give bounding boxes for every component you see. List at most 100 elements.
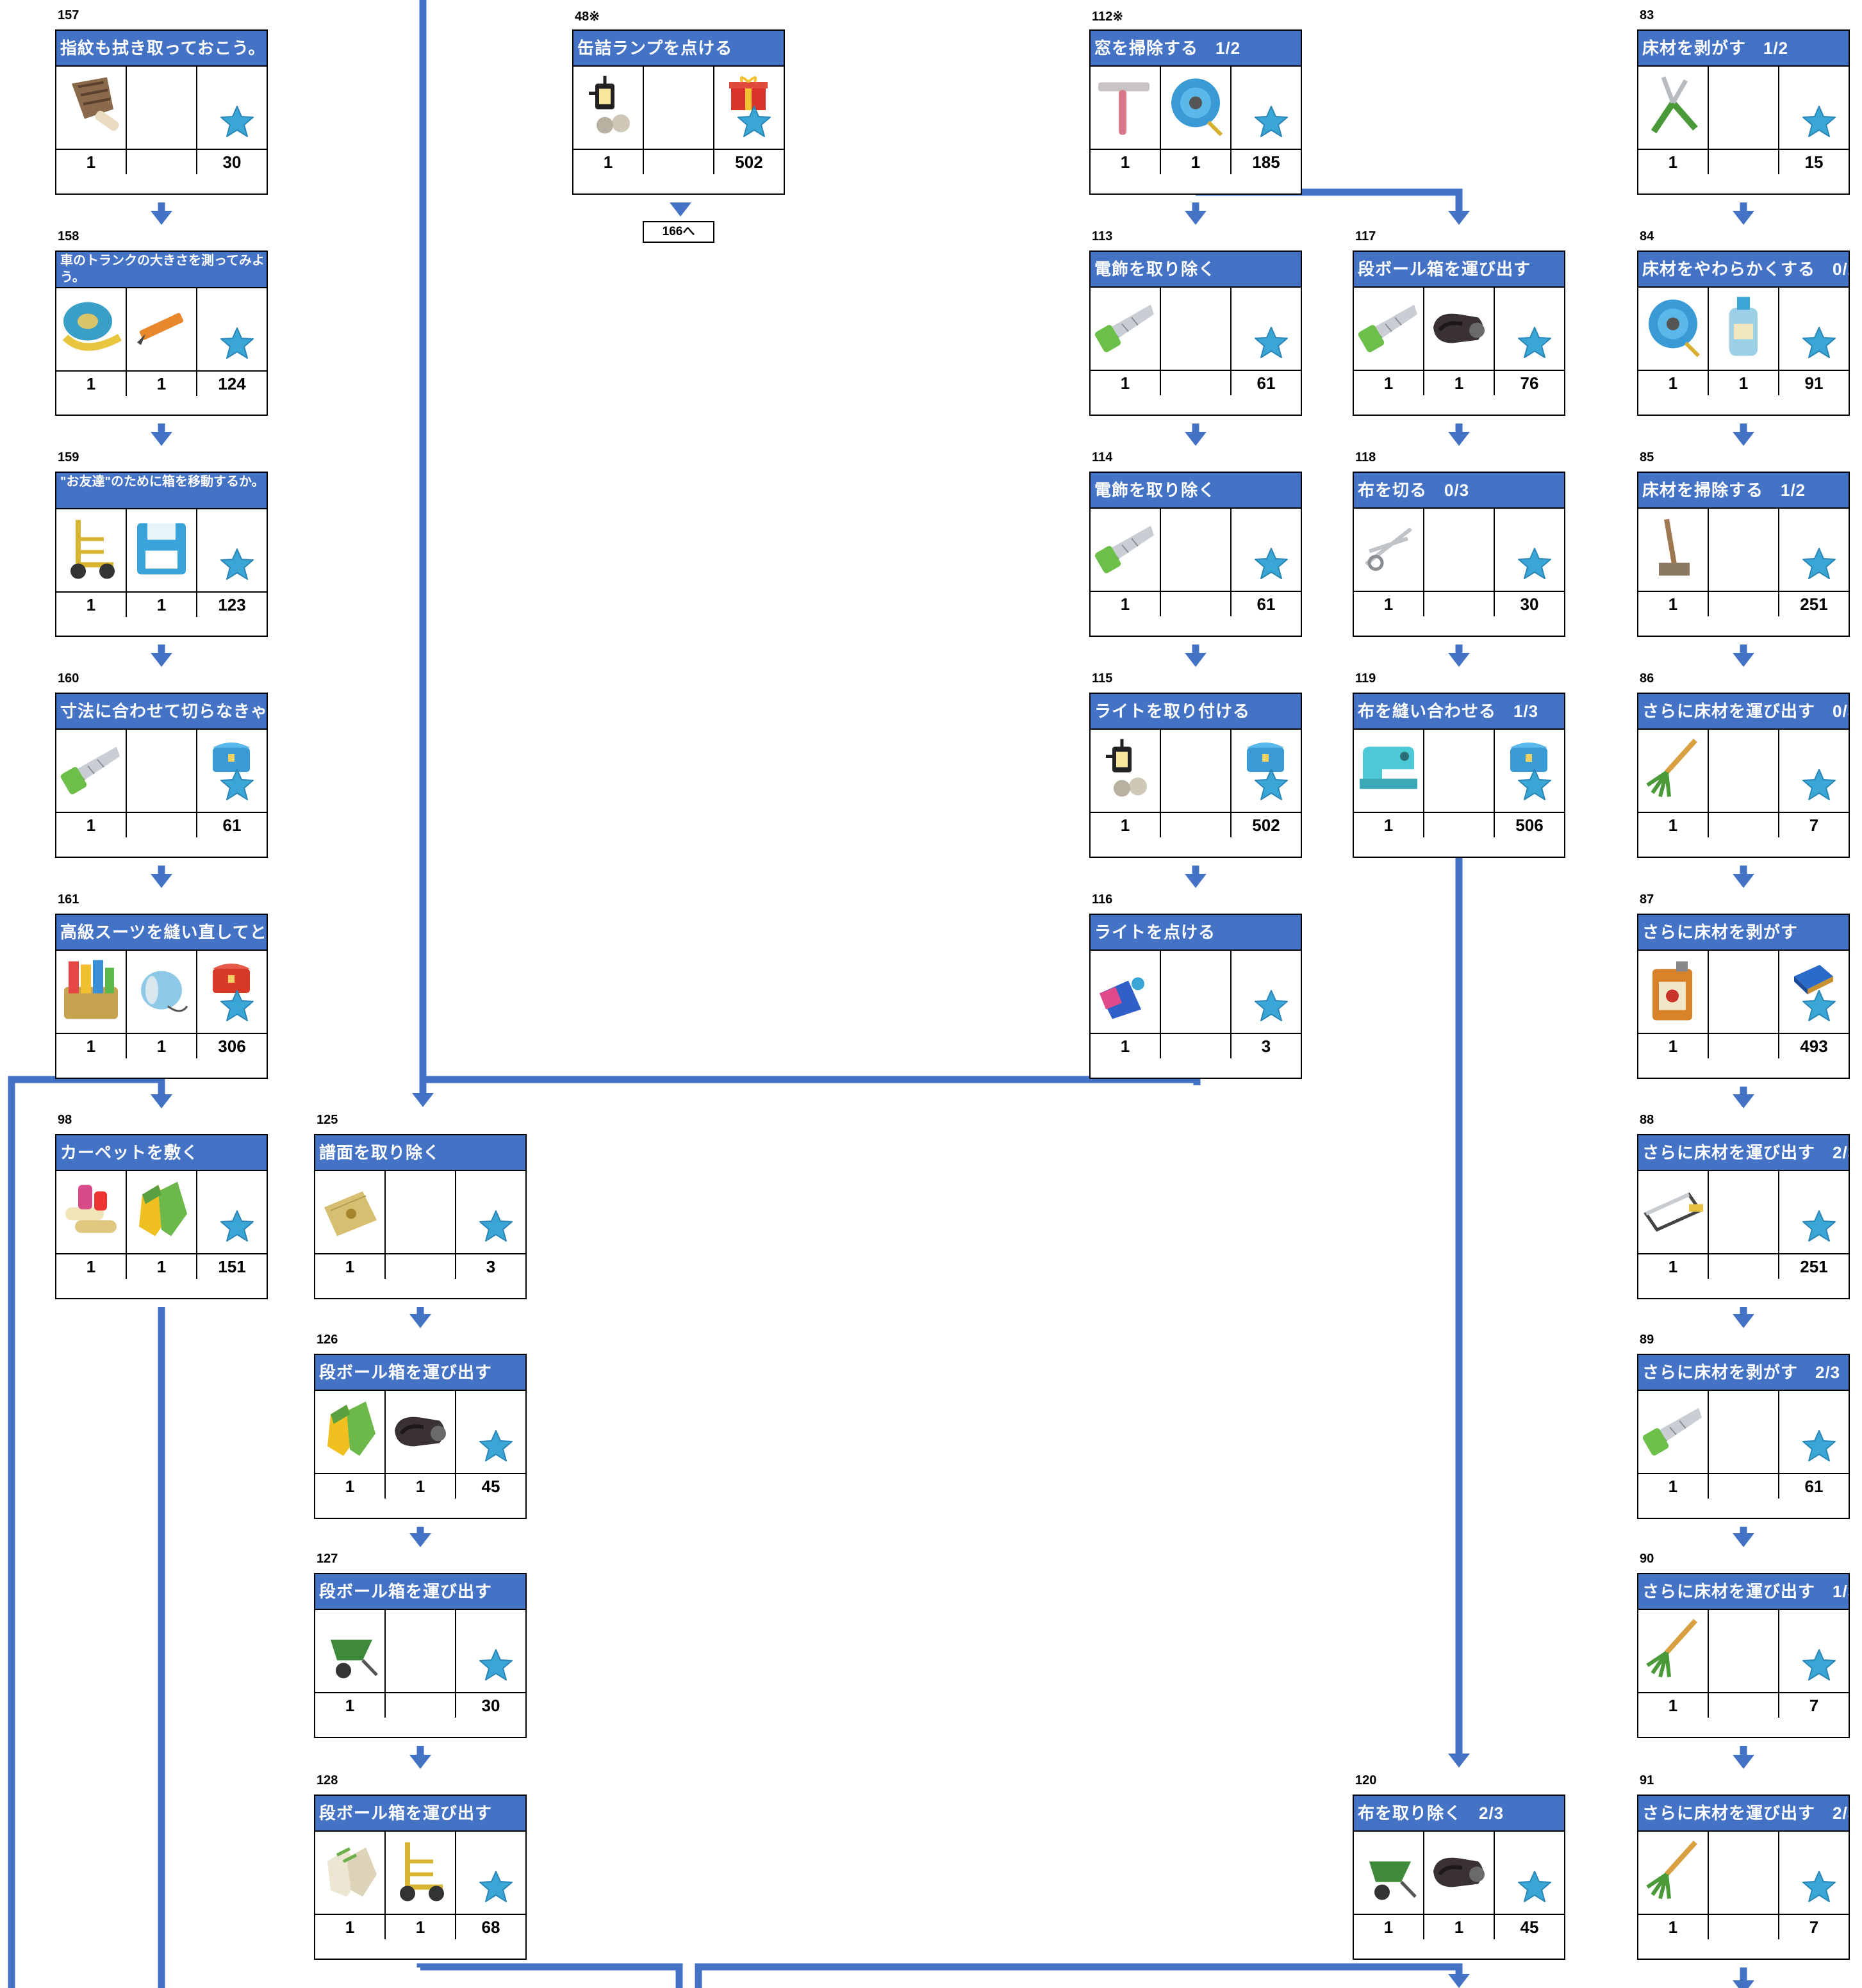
- wheelbarrow-icon: [318, 1614, 382, 1688]
- item-cell-2: [127, 67, 197, 149]
- wheelbarrow-icon: [1356, 1836, 1421, 1910]
- connector-line: [419, 0, 1201, 1085]
- item-2-count: [1709, 1915, 1779, 1939]
- quest-table: 段ボール箱を運び出す 1 1 76: [1353, 251, 1565, 416]
- reward-cell: [1232, 288, 1301, 370]
- quantity-row: 1 502: [573, 150, 784, 174]
- reward-value: 15: [1804, 152, 1824, 172]
- item-row: [1354, 509, 1564, 592]
- quest-number: 127: [317, 1552, 338, 1566]
- quest-card: 117 段ボール箱を運び出す 1 1 76: [1353, 229, 1565, 417]
- pruning-shears-icon: [1641, 71, 1705, 145]
- quest-title: 段ボール箱を運び出す: [315, 1796, 525, 1832]
- item-row: [56, 730, 267, 813]
- reward-cell: [1495, 288, 1564, 370]
- saw-icon: [1093, 292, 1157, 366]
- quest-title: 車のトランクの大きさを測ってみよう。: [56, 252, 267, 288]
- oil-can-icon: [1641, 955, 1705, 1029]
- reward-cell: [456, 1391, 525, 1473]
- item-1-count: 1: [56, 593, 127, 617]
- item-1-count: 1: [315, 1474, 386, 1499]
- quest-title: さらに床材を剥がす: [1638, 915, 1849, 951]
- quest-number: 85: [1640, 450, 1654, 464]
- reward-cell: [1495, 730, 1564, 812]
- item-row: [1354, 1832, 1564, 1915]
- item-cell-2: [1709, 1832, 1779, 1914]
- tape-measure-icon: [59, 293, 123, 366]
- reward-cell: [1232, 730, 1301, 812]
- arrow-head: [1185, 211, 1207, 225]
- item-1-count: 1: [56, 1254, 127, 1279]
- item-row: [56, 1171, 267, 1254]
- item-1-count: 1: [1638, 1254, 1709, 1279]
- item-cell-1: [56, 67, 127, 149]
- quest-table: さらに床材を剥がす 1 493: [1637, 914, 1850, 1079]
- item-1-count: 1: [1091, 150, 1161, 174]
- vacuum-icon: [1427, 1836, 1491, 1910]
- quest-card: 112※ 窓を掃除する 1/2 1 1 185: [1089, 9, 1302, 196]
- floppy-disk-icon: [129, 514, 194, 587]
- connector-line: [8, 1076, 161, 1988]
- hose-reel-icon: [1641, 292, 1705, 366]
- reward-value: 306: [218, 1037, 246, 1056]
- quest-card: 158 車のトランクの大きさを測ってみよう。 1 1 124: [55, 229, 268, 417]
- item-cell-2: [644, 67, 714, 149]
- quest-card: 90 さらに床材を運び出す 1/3 1 7: [1637, 1552, 1850, 1739]
- quantity-row: 1 1 91: [1638, 371, 1849, 395]
- quest-title: 電飾を取り除く: [1091, 473, 1301, 509]
- saw-icon: [59, 734, 123, 808]
- item-1-count: 1: [1091, 371, 1161, 395]
- hand-truck-icon: [59, 514, 123, 587]
- quantity-row: 1 1 68: [315, 1915, 525, 1939]
- item-2-count: [386, 1693, 456, 1718]
- vacuum-icon: [1427, 292, 1491, 366]
- item-row: [1638, 1391, 1849, 1474]
- quest-card: 126 段ボール箱を運び出す 1 1 45: [314, 1333, 527, 1520]
- item-row: [1638, 730, 1849, 813]
- quest-title: 段ボール箱を運び出す: [315, 1355, 525, 1391]
- arrow-head: [151, 653, 172, 667]
- item-cell-1: [1091, 67, 1161, 149]
- quest-card: 85 床材を掃除する 1/2 1 251: [1637, 450, 1850, 638]
- quantity-row: 1 61: [1091, 592, 1301, 616]
- item-cell-2: [1709, 67, 1779, 149]
- quantity-row: 1 506: [1354, 813, 1564, 837]
- quest-number: 83: [1640, 8, 1654, 22]
- reward-value: 124: [218, 374, 246, 393]
- item-2-count: [1709, 1034, 1779, 1058]
- quest-card: 160 寸法に合わせて切らなきゃね。 1 61: [55, 671, 268, 859]
- item-cell-2: [127, 288, 197, 370]
- quest-title: 段ボール箱を運び出す: [315, 1574, 525, 1610]
- arrow-head: [1185, 432, 1207, 446]
- item-cell-1: [1638, 67, 1709, 149]
- item-cell-2: [1424, 730, 1495, 812]
- item-1-count: 1: [1091, 592, 1161, 616]
- arrow-head: [1733, 653, 1754, 667]
- item-2-count: 1: [127, 593, 197, 617]
- item-cell-1: [56, 1171, 127, 1253]
- quest-title: 指紋も拭き取っておこう。: [56, 31, 267, 67]
- quest-card: 98 カーペットを敷く 1 1 151: [55, 1113, 268, 1301]
- item-row: [1638, 1171, 1849, 1254]
- quest-table: 床材をやわらかくする 0/2 1 1 91: [1637, 251, 1850, 416]
- quest-card: 86 さらに床材を運び出す 0/3 1 7: [1637, 671, 1850, 859]
- star-icon: [478, 1869, 514, 1907]
- item-row: [315, 1171, 525, 1254]
- star-icon: [1517, 1869, 1553, 1907]
- item-2-count: [1161, 813, 1232, 837]
- item-row: [315, 1832, 525, 1915]
- item-cell-2: [1161, 951, 1232, 1033]
- item-row: [1638, 951, 1849, 1034]
- arrow-head: [151, 1094, 172, 1108]
- quest-table: さらに床材を剥がす 2/3 1 61: [1637, 1354, 1850, 1519]
- item-1-count: 1: [1638, 150, 1709, 174]
- connector-line: [416, 1963, 683, 1988]
- quest-table: 布を切る 0/3 1 30: [1353, 472, 1565, 637]
- quest-number: 113: [1092, 229, 1113, 243]
- star-icon: [1801, 325, 1837, 363]
- item-cell-1: [1638, 509, 1709, 591]
- item-cell-2: [1424, 509, 1495, 591]
- detergent-bottle-icon: [1711, 292, 1775, 366]
- reward-value: 91: [1804, 374, 1824, 393]
- quest-number: 120: [1355, 1773, 1377, 1787]
